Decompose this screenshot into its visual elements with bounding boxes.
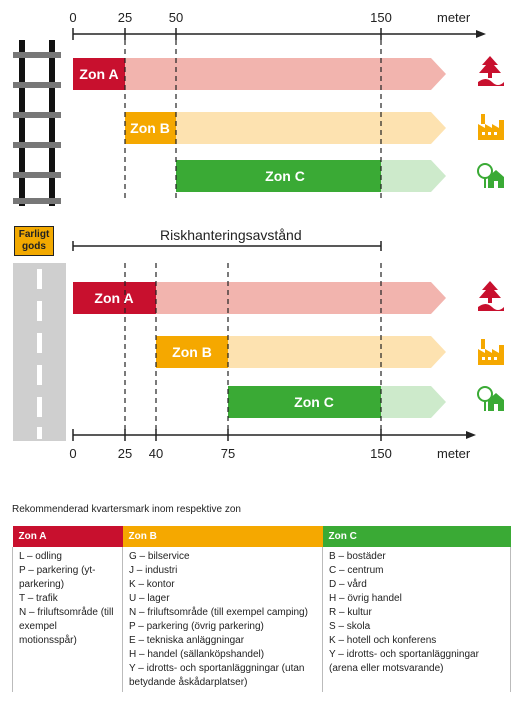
- road-diagram: [13, 263, 504, 441]
- list-item: H – handel (sällanköpshandel): [129, 649, 265, 660]
- bottom-zone-a-label: Zon A: [94, 290, 134, 306]
- top-zone-a-band: [73, 58, 446, 90]
- recreation-icon: [478, 281, 504, 311]
- bottom-zone-c-label: Zon C: [294, 394, 334, 410]
- bottom-axis-arrowhead: [466, 431, 476, 439]
- zone-land-use-table: Zon A Zon B Zon C L – odling P – parkeri…: [12, 526, 511, 692]
- top-zone-c-bar: [176, 160, 381, 192]
- top-axis-arrowhead: [476, 30, 486, 38]
- bottom-zone-c-bar: [228, 386, 381, 418]
- risk-distance-label: Riskhanteringsavstånd: [160, 227, 302, 243]
- list-item: Y – idrotts- och sportanläggningar (aren…: [329, 649, 479, 674]
- housing-icon: [477, 163, 504, 188]
- bottom-tick-75: 75: [220, 446, 236, 461]
- top-zone-a-label: Zon A: [79, 66, 119, 82]
- risk-distance-line: [72, 241, 382, 251]
- list-item: N – friluftsområde (till exempel motions…: [19, 607, 114, 646]
- list-item: R – kultur: [329, 607, 372, 618]
- bottom-zone-a-band: [73, 282, 446, 314]
- top-zone-b-bar: [125, 112, 176, 144]
- road-icon: [13, 263, 66, 441]
- recreation-icon: [478, 56, 504, 86]
- list-item: D – vård: [329, 579, 367, 590]
- list-item: N – friluftsområde (till exempel camping…: [129, 607, 308, 618]
- top-tick-25: 25: [117, 10, 133, 25]
- list-item: K – hotell och konferens: [329, 635, 437, 646]
- top-tick-0: 0: [69, 10, 77, 25]
- railway-diagram: [13, 28, 504, 206]
- list-item: H – övrig handel: [329, 593, 402, 604]
- list-item: S – skola: [329, 621, 371, 632]
- header-zon-a: Zon A: [12, 526, 123, 547]
- list-item: U – lager: [129, 593, 170, 604]
- industry-icon: [478, 339, 504, 365]
- industry-icon: [478, 114, 504, 140]
- list-item: T – trafik: [19, 593, 58, 604]
- list-item: E – tekniska anläggningar: [129, 635, 245, 646]
- bottom-zone-b-bar: [156, 336, 228, 368]
- bottom-tick-0: 0: [69, 446, 77, 461]
- bottom-axis-unit: meter: [437, 446, 471, 461]
- list-item: P – parkering (yt-parkering): [19, 565, 96, 590]
- top-tick-50: 50: [168, 10, 184, 25]
- bottom-zone-a-bar: [73, 282, 156, 314]
- top-tick-150: 150: [370, 10, 392, 25]
- list-item: K – kontor: [129, 579, 175, 590]
- railway-track-icon: [13, 40, 61, 206]
- bottom-zone-b-label: Zon B: [172, 344, 212, 360]
- top-zone-b-band: [125, 112, 446, 144]
- bottom-tick-150: 150: [370, 446, 392, 461]
- top-zone-a-bar: [73, 58, 125, 90]
- top-zone-c-label: Zon C: [265, 168, 305, 184]
- list-item: J – industri: [129, 565, 178, 576]
- list-item: C – centrum: [329, 565, 384, 576]
- list-item: B – bostäder: [329, 551, 386, 562]
- bottom-tick-40: 40: [148, 446, 164, 461]
- housing-icon: [477, 386, 504, 411]
- top-axis-ticks: [72, 28, 382, 40]
- header-zon-c: Zon C: [322, 526, 511, 547]
- list-item: L – odling: [19, 551, 62, 562]
- top-axis-unit: meter: [437, 10, 471, 25]
- list-item: P – parkering (övrig parkering): [129, 621, 264, 632]
- bottom-axis-ticks: [72, 429, 382, 441]
- column-zon-a: L – odling P – parkering (yt-parkering) …: [12, 547, 123, 692]
- bottom-boundary-markers: [124, 263, 382, 433]
- list-item: Y – idrotts- och sportanläggningar (utan…: [129, 663, 305, 688]
- bottom-tick-25: 25: [117, 446, 133, 461]
- table-caption: Rekommenderad kvartersmark inom respekti…: [12, 504, 241, 515]
- column-zon-b: G – bilservice J – industri K – kontor U…: [122, 547, 323, 692]
- list-item: G – bilservice: [129, 551, 190, 562]
- dangerous-goods-sign: Farligt gods: [14, 226, 54, 256]
- top-zone-b-label: Zon B: [130, 120, 170, 136]
- header-zon-b: Zon B: [122, 526, 323, 547]
- column-zon-c: B – bostäder C – centrum D – vård H – öv…: [322, 547, 511, 692]
